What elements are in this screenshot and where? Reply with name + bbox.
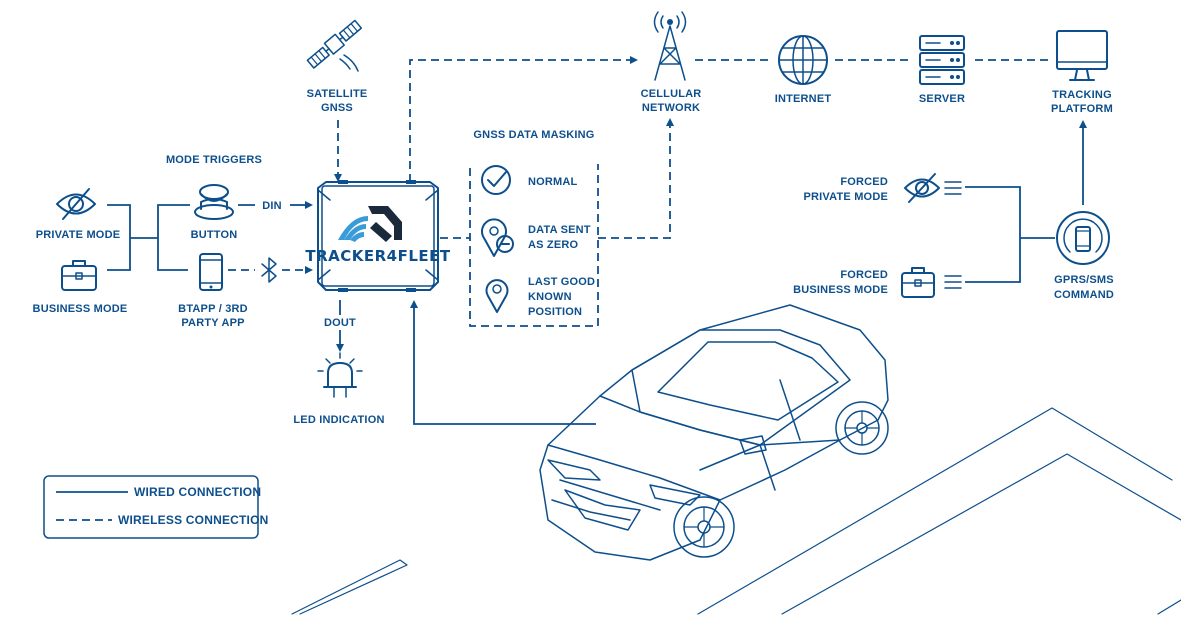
forced-business-briefcase-icon xyxy=(901,267,962,298)
bluetooth-icon xyxy=(261,257,277,283)
private-mode-label: PRIVATE MODE xyxy=(36,229,121,241)
gprs-label-2: COMMAND xyxy=(1054,289,1114,301)
cellular-label-1: CELLULAR xyxy=(641,88,702,100)
server-label: SERVER xyxy=(919,93,965,105)
satellite-icon xyxy=(306,19,363,72)
normal-label: NORMAL xyxy=(528,176,578,188)
forced-business-label-1: FORCED xyxy=(840,269,888,281)
tower-icon xyxy=(653,11,687,81)
pin-minus-icon xyxy=(481,218,514,257)
gprs-label-1: GPRS/SMS xyxy=(1054,274,1114,286)
monitor-icon xyxy=(1056,30,1108,81)
mode-triggers-label: MODE TRIGGERS xyxy=(166,154,262,166)
brand-logo-icon xyxy=(338,206,402,242)
connections xyxy=(107,56,1087,425)
legend-wireless-label: WIRELESS CONNECTION xyxy=(118,513,268,527)
tracking-label-2: PLATFORM xyxy=(1051,103,1113,115)
forced-private-eye-icon xyxy=(904,173,962,203)
last-good-label-3: POSITION xyxy=(528,306,582,318)
briefcase-icon xyxy=(61,260,97,291)
labels: SATELLITE GNSS CELLULAR NETWORK INTERNET… xyxy=(33,88,1113,426)
masking-labels: NORMAL DATA SENT AS ZERO LAST GOOD KNOWN… xyxy=(528,176,595,318)
din-label: DIN xyxy=(262,200,282,212)
gprs-labels: GPRS/SMS COMMAND xyxy=(1054,274,1114,301)
last-good-label-2: KNOWN xyxy=(528,291,572,303)
led-label: LED INDICATION xyxy=(293,414,384,426)
car-illustration xyxy=(291,304,1181,615)
satellite-label-2: GNSS xyxy=(321,102,353,114)
data-zero-label-1: DATA SENT xyxy=(528,224,591,236)
eye-off-icon xyxy=(56,188,96,220)
last-good-label-1: LAST GOOD xyxy=(528,276,595,288)
tracking-label-1: TRACKING xyxy=(1052,89,1112,101)
pin-icon xyxy=(485,279,509,313)
data-zero-label-2: AS ZERO xyxy=(528,239,579,251)
cellular-label-2: NETWORK xyxy=(642,102,700,114)
internet-label: INTERNET xyxy=(775,93,832,105)
gnss-masking-label: GNSS DATA MASKING xyxy=(473,129,594,141)
legend: WIRED CONNECTION WIRELESS CONNECTION xyxy=(43,475,268,539)
btapp-label-1: BTAPP / 3RD xyxy=(178,303,248,315)
legend-wired-label: WIRED CONNECTION xyxy=(134,485,261,499)
button-label: BUTTON xyxy=(191,229,238,241)
server-icon xyxy=(919,35,965,85)
globe-icon xyxy=(778,35,828,85)
dout-label: DOUT xyxy=(324,317,356,329)
gprs-command-icon xyxy=(1056,211,1110,265)
forced-private-label-1: FORCED xyxy=(840,176,888,188)
forced-business-label-2: BUSINESS MODE xyxy=(793,284,888,296)
smartphone-icon xyxy=(199,253,223,291)
gnss-masking-box xyxy=(466,144,602,327)
satellite-label-1: SATELLITE xyxy=(307,88,368,100)
led-icon xyxy=(317,352,363,398)
btapp-label-2: PARTY APP xyxy=(181,317,244,329)
forced-private-label-2: PRIVATE MODE xyxy=(804,191,889,203)
forced-labels: FORCED PRIVATE MODE FORCED BUSINESS MODE xyxy=(793,176,888,296)
check-circle-icon xyxy=(481,165,511,195)
brand-name: TRACKER4FLEET xyxy=(305,247,451,265)
business-mode-label: BUSINESS MODE xyxy=(33,303,128,315)
tracker-device: TRACKER4FLEET xyxy=(305,180,451,292)
push-button-icon xyxy=(194,184,234,220)
